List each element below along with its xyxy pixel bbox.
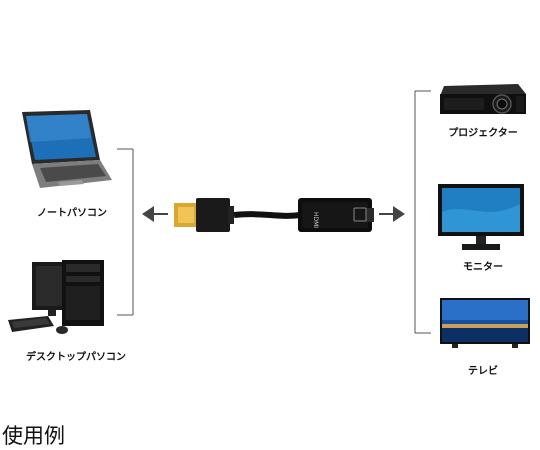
tv-icon <box>440 298 530 348</box>
displayport-to-hdmi-adapter-icon: HDMI <box>174 198 374 232</box>
laptop-label: ノートパソコン <box>37 208 107 219</box>
right-arrow-icon <box>379 206 405 222</box>
adapter-hdmi-text: HDMI <box>312 212 319 228</box>
tv-label: テレビ <box>468 366 498 377</box>
desktop-pc-icon <box>8 260 104 334</box>
desktop-label: デスクトップパソコン <box>26 352 126 363</box>
projector-icon <box>440 84 526 114</box>
projector-label: プロジェクター <box>448 128 518 139</box>
left-arrow-icon <box>142 206 168 222</box>
laptop-icon <box>22 110 112 188</box>
monitor-label: モニター <box>463 262 503 273</box>
caption: 使用例 <box>2 424 65 448</box>
monitor-icon <box>438 184 524 250</box>
